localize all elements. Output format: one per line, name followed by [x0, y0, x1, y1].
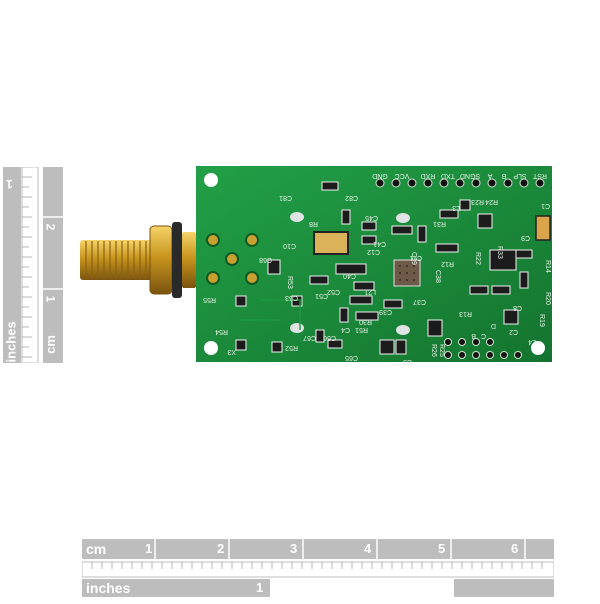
header-pin-labels: RST SLP B A SGND TXD RXD VCC GND	[372, 172, 547, 179]
horizontal-cm-tick-label: 6	[511, 541, 519, 556]
designator: C1	[541, 202, 550, 209]
designator: R13	[459, 310, 472, 317]
vertical-cm-label: cm	[42, 335, 58, 354]
horizontal-ruler-graphic	[81, 539, 555, 597]
designator: C68	[259, 256, 272, 263]
vertical-ruler: 1 inches 2 1 cm	[3, 166, 63, 364]
vertical-inch-tick-label: 1	[6, 177, 13, 191]
designator: C10	[283, 242, 296, 249]
designator: L4	[528, 338, 536, 345]
designator: R19	[538, 314, 545, 327]
vertical-cm-tick-label: 2	[43, 223, 58, 231]
designator: R14	[544, 260, 551, 273]
designator: R12	[441, 260, 454, 267]
header-pins	[375, 178, 545, 188]
designator: R55	[203, 296, 216, 303]
designator: L3	[452, 204, 460, 211]
pin-label: SLP	[513, 172, 527, 179]
designator: C37	[413, 298, 426, 305]
pin-label: RST	[532, 172, 547, 179]
designator: C12	[367, 248, 380, 255]
designator: C	[481, 332, 486, 339]
pin-label: GND	[372, 172, 388, 179]
pin-label: SGND	[460, 172, 480, 179]
designator: C67	[303, 334, 316, 341]
designator: C5	[403, 358, 412, 365]
pin-label: VCC	[395, 172, 410, 179]
designator: R26	[430, 344, 437, 357]
horizontal-cm-tick-label: 4	[364, 541, 372, 556]
designator: C45	[365, 214, 378, 221]
horizontal-cm-tick-label: 2	[217, 541, 225, 556]
designator: R24	[485, 198, 498, 205]
horizontal-cm-label: cm	[86, 541, 107, 557]
designator: C53	[285, 294, 298, 301]
designator: C40	[343, 272, 356, 279]
designator: C38	[434, 270, 441, 283]
vertical-inch-label: inches	[3, 321, 19, 363]
designator: C81	[279, 194, 292, 201]
designator: R22	[474, 252, 481, 265]
horizontal-cm-tick-label: 5	[438, 541, 446, 556]
designator: C9	[521, 234, 530, 241]
pin-label: RXD	[421, 172, 436, 179]
designator: C66	[323, 334, 336, 341]
designator: L21	[364, 288, 376, 295]
designator: C65	[345, 354, 358, 361]
designator: R20	[544, 292, 551, 305]
designator: C39	[379, 308, 392, 315]
designator: R23	[471, 198, 484, 205]
designator: R53	[286, 276, 293, 289]
designator: C82	[345, 194, 358, 201]
designator: X3	[227, 348, 236, 355]
designator: D	[491, 322, 496, 329]
designator: C11	[410, 254, 422, 261]
designator: C52	[327, 288, 340, 295]
designator: C4	[341, 326, 350, 333]
designator: R33	[496, 246, 503, 259]
designator: C39	[410, 252, 417, 265]
vertical-cm-tick-label: 1	[43, 295, 58, 303]
pin-label: TXD	[441, 172, 455, 179]
sma-connector	[80, 222, 196, 298]
designator: R52	[285, 344, 298, 351]
designator: R8	[309, 220, 318, 227]
designator: R30	[359, 318, 372, 325]
designator: R51	[355, 326, 368, 333]
vertical-ruler-graphic	[3, 166, 63, 364]
designator: C51	[315, 292, 328, 299]
designator: B	[471, 332, 476, 339]
horizontal-inch-tick-label: 1	[256, 580, 264, 595]
designator: C41	[373, 240, 386, 247]
pin-label: B	[501, 172, 506, 179]
designator: R54	[215, 328, 228, 335]
designator: C2	[509, 328, 518, 335]
designator: R31	[433, 220, 446, 227]
horizontal-ruler: cm 1 2 3 4 5 6 inches 1	[81, 539, 555, 599]
designator: C8	[513, 304, 522, 311]
pin-label: A	[487, 172, 492, 179]
horizontal-cm-tick-label: 3	[290, 541, 298, 556]
designator: R25	[438, 344, 445, 357]
horizontal-cm-tick-label: 1	[145, 541, 153, 556]
horizontal-inch-label: inches	[86, 580, 131, 596]
